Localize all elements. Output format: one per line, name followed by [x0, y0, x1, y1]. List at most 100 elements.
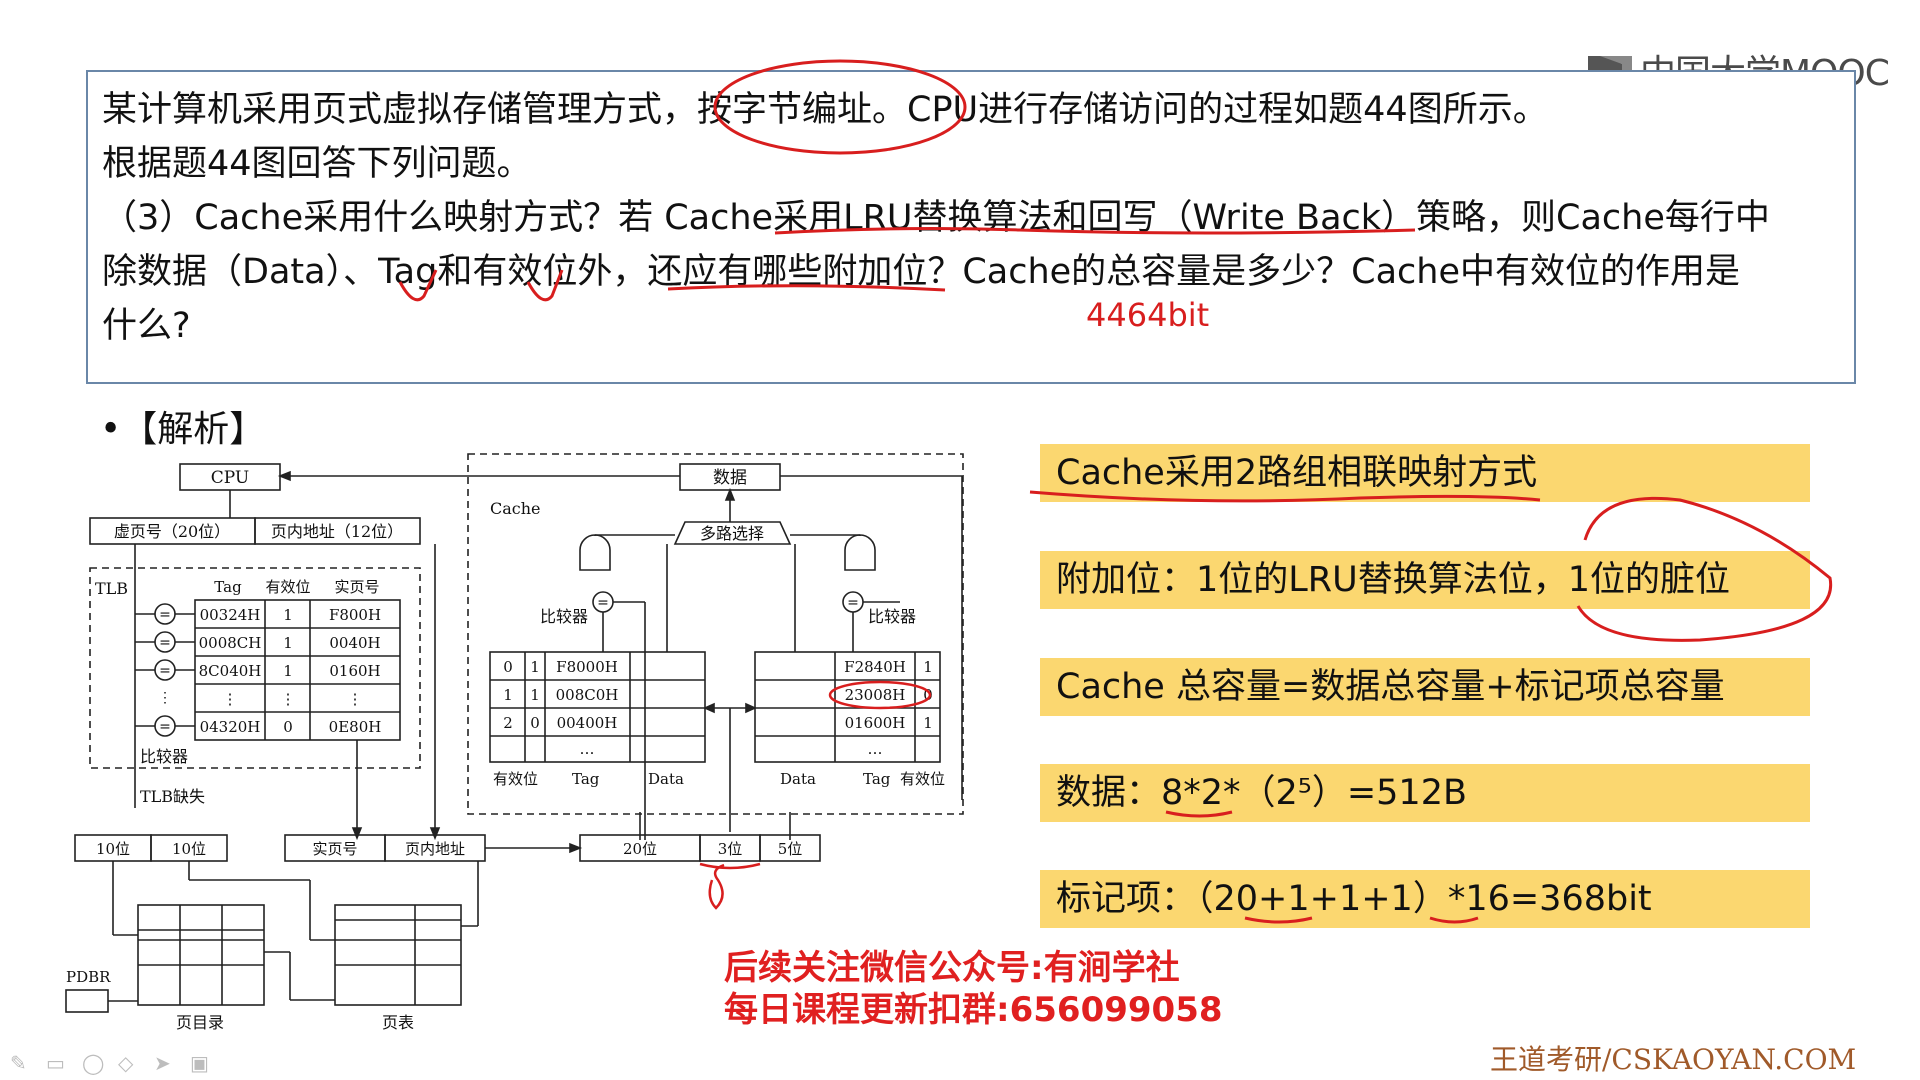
- highlight-ellipse: [713, 59, 967, 155]
- cache-left-cell: 008C0H: [556, 686, 619, 704]
- cache-left-cell: 1: [503, 686, 513, 704]
- question-line-1: 某计算机采用页式虚拟存储管理方式，按字节编址。CPU进行存储访问的过程如题44图…: [102, 90, 1548, 130]
- addr-label: 10位: [96, 840, 130, 858]
- tlb-cell: 04320H: [200, 718, 261, 736]
- question-line-2: 根据题44图回答下列问题。: [102, 144, 532, 184]
- check-mark-valid: [526, 269, 564, 302]
- underline-data-mult: [1165, 810, 1233, 818]
- cache-way-left: [489, 651, 706, 763]
- offset-label: 页内地址（12位）: [271, 522, 403, 541]
- pen-icon[interactable]: ✎: [10, 1051, 27, 1075]
- addr-label: 3位: [718, 840, 743, 858]
- answer-extra-bits: 附加位：1位的LRU替换算法位，1位的脏位: [1040, 551, 1810, 609]
- tlb-header-frame: 实页号: [334, 578, 379, 596]
- cache-left-label: Tag: [572, 770, 600, 788]
- underline-tag-mult: [1429, 916, 1479, 924]
- svg-text:=: =: [847, 595, 859, 611]
- handwritten-answer: 4464bit: [1086, 296, 1210, 334]
- cache-right-cell: …: [868, 740, 883, 758]
- page-directory: [137, 904, 265, 1006]
- addr-label: 5位: [778, 840, 803, 858]
- cache-left-label: 有效位: [493, 770, 538, 788]
- cache-left-cell: F8000H: [556, 658, 618, 676]
- tlb-cell: 8C040H: [199, 662, 262, 680]
- cache-right-cell: 1: [923, 658, 933, 676]
- tlb-cell: 1: [283, 662, 293, 680]
- comparator-label-left: 比较器: [540, 607, 588, 626]
- cache-label: Cache: [490, 499, 541, 518]
- annotation-toolbar: ✎ ▭ ◯ ◇ ➤ ▣: [10, 1052, 212, 1074]
- analysis-heading: •【解析】: [100, 409, 266, 450]
- tlb-cell: 0008CH: [199, 634, 262, 652]
- page-dir-label: 页目录: [176, 1013, 224, 1032]
- addr-label: 20位: [623, 840, 657, 858]
- handwritten-8: [708, 863, 725, 910]
- pdbr-label: PDBR: [66, 968, 111, 986]
- vpn-label: 虚页号（20位）: [114, 522, 230, 541]
- cache-left-cell: 2: [503, 714, 513, 732]
- cache-way-right: [754, 651, 941, 763]
- circle-dirty-bit: [1576, 496, 1833, 642]
- tlb-header-valid: 有效位: [265, 578, 310, 596]
- addr-label: 页内地址: [405, 840, 465, 858]
- svg-text:=: =: [159, 663, 171, 679]
- tlb-cell: 0040H: [329, 634, 380, 652]
- question-box: 某计算机采用页式虚拟存储管理方式，按字节编址。CPU进行存储访问的过程如题44图…: [86, 70, 1856, 384]
- question-line-3: （3）Cache采用什么映射方式？若 Cache采用LRU替换算法和回写（Wri…: [102, 198, 1770, 238]
- footer-watermark: 王道考研/CSKAOYAN.COM: [1490, 1043, 1857, 1076]
- cache-box: [467, 453, 964, 815]
- page-table-label: 页表: [382, 1013, 414, 1032]
- eraser-icon[interactable]: ◇: [118, 1051, 134, 1075]
- pointer-icon[interactable]: ➤: [154, 1051, 171, 1075]
- tlb-cell: 0: [283, 718, 293, 736]
- cache-left-cell: 1: [530, 686, 540, 704]
- cache-right-label: Tag: [863, 770, 891, 788]
- tlb-cell: 0E80H: [329, 718, 382, 736]
- cache-left-label: Data: [648, 770, 684, 788]
- tlb-box: [89, 567, 421, 769]
- tlb-cell: F800H: [329, 606, 381, 624]
- tlb-cell: 1: [283, 606, 293, 624]
- screen-icon[interactable]: ▣: [190, 1051, 209, 1075]
- underline-mapping: [1029, 490, 1541, 503]
- lasso-icon[interactable]: ◯: [82, 1051, 105, 1075]
- cache-right-cell: 23008H: [845, 686, 906, 704]
- tlb-header-tag: Tag: [214, 578, 242, 596]
- highlighter-icon[interactable]: ▭: [46, 1051, 65, 1075]
- addr-label: 实页号: [312, 840, 357, 858]
- cache-right-cell: 0: [923, 686, 933, 704]
- addr-label: 10位: [172, 840, 206, 858]
- cpu-label: CPU: [211, 468, 249, 488]
- highlight-ellipse: [828, 680, 932, 710]
- answer-mapping: Cache采用2路组相联映射方式: [1040, 444, 1810, 502]
- cache-left-cell: …: [580, 740, 595, 758]
- tlb-comparators: [135, 603, 195, 737]
- cache-left-cell: 1: [530, 658, 540, 676]
- mux-label: 多路选择: [700, 524, 764, 543]
- mux-trapezoid: [673, 521, 792, 545]
- promo-qq: 每日课程更新扣群:656099058: [724, 990, 1223, 1030]
- answer-capacity-formula: Cache 总容量=数据总容量+标记项总容量: [1040, 658, 1810, 716]
- cache-right-label: Data: [780, 770, 816, 788]
- question-line-4: 除数据（Data）、Tag和有效位外，还应有哪些附加位？Cache的总容量是多少…: [102, 252, 1741, 292]
- question-line-5: 什么?: [102, 306, 191, 346]
- underline-tag-sum: [1244, 916, 1313, 924]
- svg-text:⋮: ⋮: [158, 690, 172, 706]
- tlb-cell: 1: [283, 634, 293, 652]
- addr-box: [759, 834, 821, 862]
- cache-left-cell: 0: [530, 714, 540, 732]
- page-table: [334, 904, 462, 1006]
- memory-access-diagram: CPU 虚页号（20位） 页内地址（12位） TLB Tag 有效位 实页号 0…: [65, 453, 964, 1032]
- answer-tag-size: 标记项：（20+1+1+1）*16=368bit: [1040, 870, 1810, 928]
- tlb-cell: ⋮: [348, 690, 363, 708]
- tlb-comparator-label: 比较器: [140, 747, 188, 766]
- promo-wechat: 后续关注微信公众号:有涧学社: [724, 948, 1180, 988]
- data-label: 数据: [713, 468, 747, 488]
- arrowhead: [277, 470, 291, 482]
- underline-extra-bits: [667, 284, 946, 292]
- tlb-miss-label: TLB缺失: [140, 787, 205, 806]
- cache-right-label: 有效位: [900, 770, 945, 788]
- tlb-cell: 0160H: [329, 662, 380, 680]
